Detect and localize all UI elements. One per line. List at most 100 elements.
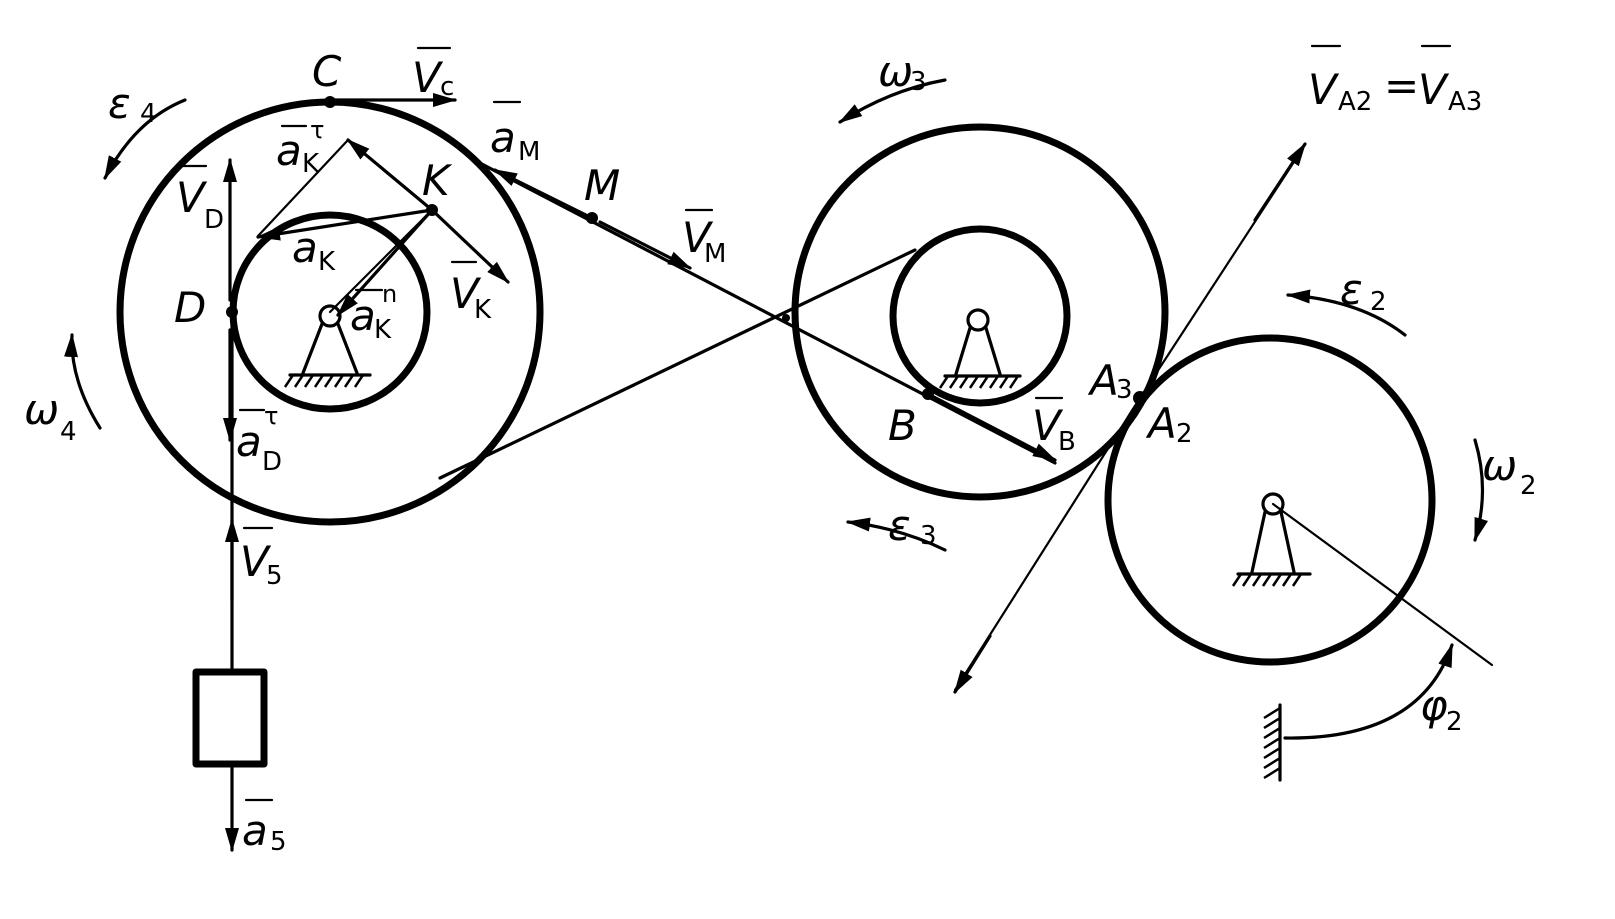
point-C: [324, 96, 336, 108]
point-A: [1133, 391, 1147, 405]
svg-text:ε: ε: [108, 79, 131, 128]
eps3-arrow: [846, 517, 947, 552]
svg-text:5: 5: [266, 561, 283, 591]
svg-text:c: c: [440, 72, 454, 102]
wheel-2: [1104, 334, 1436, 666]
label-VA2: V A2 = V A3: [1308, 44, 1482, 117]
svg-text:n: n: [382, 280, 397, 308]
point-belt-cross: [782, 314, 790, 322]
svg-text:4: 4: [60, 417, 77, 447]
svg-text:K: K: [302, 149, 320, 179]
omega4-arrow: [64, 333, 102, 430]
svg-text:3: 3: [1116, 375, 1133, 405]
svg-text:3: 3: [910, 67, 927, 97]
svg-text:a: a: [292, 223, 318, 272]
svg-text:5: 5: [270, 827, 287, 857]
label-omega4: ω 4: [24, 385, 77, 447]
wheel-2-radius-line: [1271, 502, 1494, 667]
svg-text:V: V: [412, 53, 444, 102]
label-A3: A 3: [1087, 356, 1133, 405]
svg-text:a: a: [276, 126, 302, 175]
svg-text:2: 2: [1520, 471, 1537, 501]
label-eps4: ε 4: [108, 79, 157, 129]
label-aK: a K: [292, 223, 336, 277]
wheel-2-support: [1231, 492, 1312, 587]
svg-text:a: a: [350, 291, 376, 340]
label-Vc: V c: [412, 46, 454, 102]
svg-text:V: V: [1308, 65, 1340, 114]
svg-text:τ: τ: [310, 116, 324, 144]
svg-text:ε: ε: [888, 501, 911, 550]
label-V5: V 5: [240, 526, 283, 591]
phi2-arc: [1283, 643, 1454, 740]
label-a5: a 5: [242, 798, 287, 857]
svg-text:3: 3: [920, 521, 937, 551]
point-M: [586, 212, 598, 224]
point-D: [226, 306, 238, 318]
svg-text:A: A: [1145, 399, 1177, 448]
label-phi2: φ 2: [1420, 681, 1463, 737]
svg-text:M: M: [704, 239, 726, 269]
label-C: C: [312, 47, 342, 96]
va-arrow: [1253, 142, 1307, 222]
label-A2: A 2: [1145, 399, 1193, 449]
label-VK: V K: [450, 260, 492, 325]
svg-text:V: V: [176, 173, 208, 222]
label-eps3: ε 3: [888, 501, 937, 551]
point-K: [426, 204, 438, 216]
svg-text:=: =: [1384, 61, 1419, 110]
label-omega3: ω 3: [878, 47, 927, 97]
wheel-3-inner: [889, 225, 1071, 407]
eps2-arrow: [1286, 289, 1407, 337]
label-D: D: [174, 283, 206, 332]
svg-text:ω: ω: [1482, 441, 1517, 490]
svg-text:A2: A2: [1338, 87, 1372, 117]
am-arrow: [493, 168, 592, 219]
svg-text:a: a: [242, 806, 268, 855]
svg-text:K: K: [474, 295, 492, 325]
svg-text:4: 4: [140, 99, 157, 129]
svg-text:2: 2: [1176, 419, 1193, 449]
svg-text:K: K: [374, 315, 392, 345]
label-VB: V B: [1032, 396, 1076, 457]
omega2-arrow: [1473, 438, 1489, 542]
label-aM: a M: [490, 100, 540, 167]
point-B: [922, 388, 934, 400]
svg-text:K: K: [318, 247, 336, 277]
wheel-3-outer: [791, 123, 1169, 501]
label-omega2: ω 2: [1482, 441, 1537, 501]
ak-tau-guide: [256, 138, 350, 238]
vm-arrow: [598, 220, 692, 270]
v-lower-arrow: [953, 634, 992, 694]
ak-tau-arrow: [346, 138, 434, 212]
label-eps2: ε 2: [1340, 265, 1387, 317]
label-aK-tau: a K τ: [276, 116, 324, 179]
svg-text:ω: ω: [24, 385, 59, 434]
belt-top: [476, 160, 1057, 465]
ak-arrow: [256, 208, 434, 241]
svg-text:V: V: [1418, 65, 1450, 114]
svg-text:a: a: [236, 417, 262, 466]
svg-text:D: D: [262, 447, 282, 477]
svg-text:φ: φ: [1420, 681, 1448, 730]
svg-text:ω: ω: [878, 47, 913, 96]
label-aD-tau: a D τ: [236, 402, 282, 477]
svg-text:2: 2: [1370, 287, 1387, 317]
fixed-wall: [1263, 703, 1282, 782]
label-K: K: [422, 156, 453, 205]
svg-text:V: V: [1032, 401, 1064, 450]
label-B: B: [888, 401, 917, 450]
label-aK-n: a K n: [350, 280, 397, 345]
vb-arrow: [928, 393, 1057, 462]
svg-text:M: M: [518, 137, 540, 167]
svg-text:A3: A3: [1448, 87, 1482, 117]
belt-cross: [438, 248, 917, 480]
svg-text:V: V: [240, 537, 272, 586]
svg-text:2: 2: [1446, 707, 1463, 737]
wheel-3-support: [938, 308, 1022, 389]
vk-arrow: [430, 208, 510, 284]
block-5: [192, 668, 268, 768]
label-M: M: [584, 161, 620, 210]
svg-text:a: a: [490, 113, 516, 162]
ak-n-arrow: [336, 208, 434, 317]
